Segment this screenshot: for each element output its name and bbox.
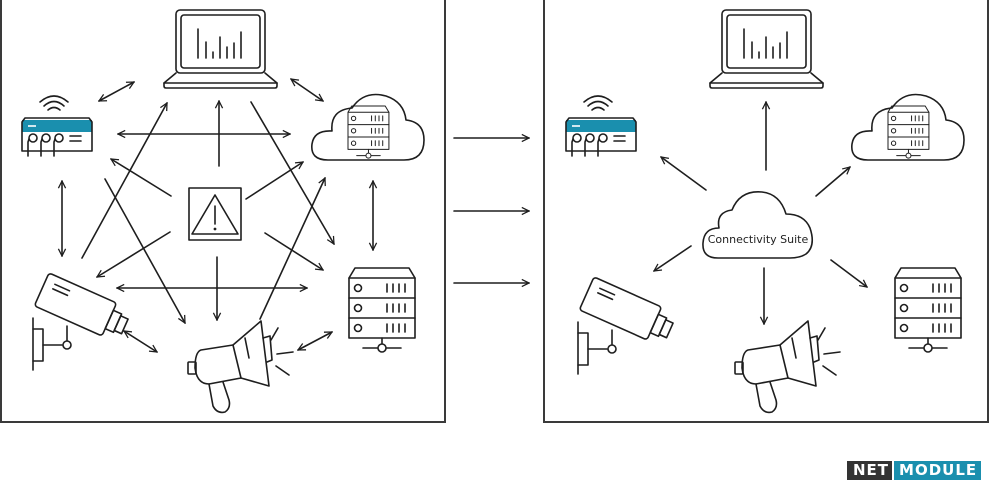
arrow-laptop-cloud [291,78,323,102]
logo-part-net: NET [847,461,893,480]
arrow-hub-router [661,157,707,191]
cloud-server-icon [852,95,964,161]
arrow-megaphone-cloud [259,178,325,320]
arrow-hub-camera [654,245,692,272]
transition-arrows [453,138,529,283]
netmodule-logo: NET MODULE [847,461,982,480]
arrow-warning-cloud [245,161,303,200]
wifi-router-icon [565,95,637,157]
arrow-warning-router [111,158,172,197]
arrow-hub-cloud [815,167,850,197]
right-hub-diagram: Connectivity Suite [565,9,964,414]
arrow-camera-megaphone [124,330,157,353]
arrow-warning-server [264,232,323,271]
cloud-server-icon [312,95,424,161]
connectivity-suite-hub: Connectivity Suite [702,191,814,259]
server-rack-icon [894,267,962,353]
security-camera-icon [577,276,678,375]
hub-arrows [654,102,867,324]
hub-label: Connectivity Suite [708,233,809,246]
arrow-laptop-megaphone [250,101,335,244]
warning-icon [188,187,242,241]
megaphone-icon [187,320,294,414]
arrow-camera-laptop [81,103,168,259]
arrow-hub-server [830,259,867,287]
laptop-chart-icon [709,9,824,89]
megaphone-icon [734,320,841,414]
arrow-router-megaphone [104,178,186,323]
logo-part-module: MODULE [894,461,982,480]
laptop-chart-icon [163,9,278,89]
left-mesh-diagram [21,9,424,414]
arrow-megaphone-server [298,331,332,351]
mesh-arrows [62,78,373,353]
hub-cloud-icon [702,191,814,259]
arrow-router-laptop [99,81,134,102]
wifi-router-icon [21,95,93,157]
arrow-warning-camera [97,231,171,278]
server-rack-icon [348,267,416,353]
